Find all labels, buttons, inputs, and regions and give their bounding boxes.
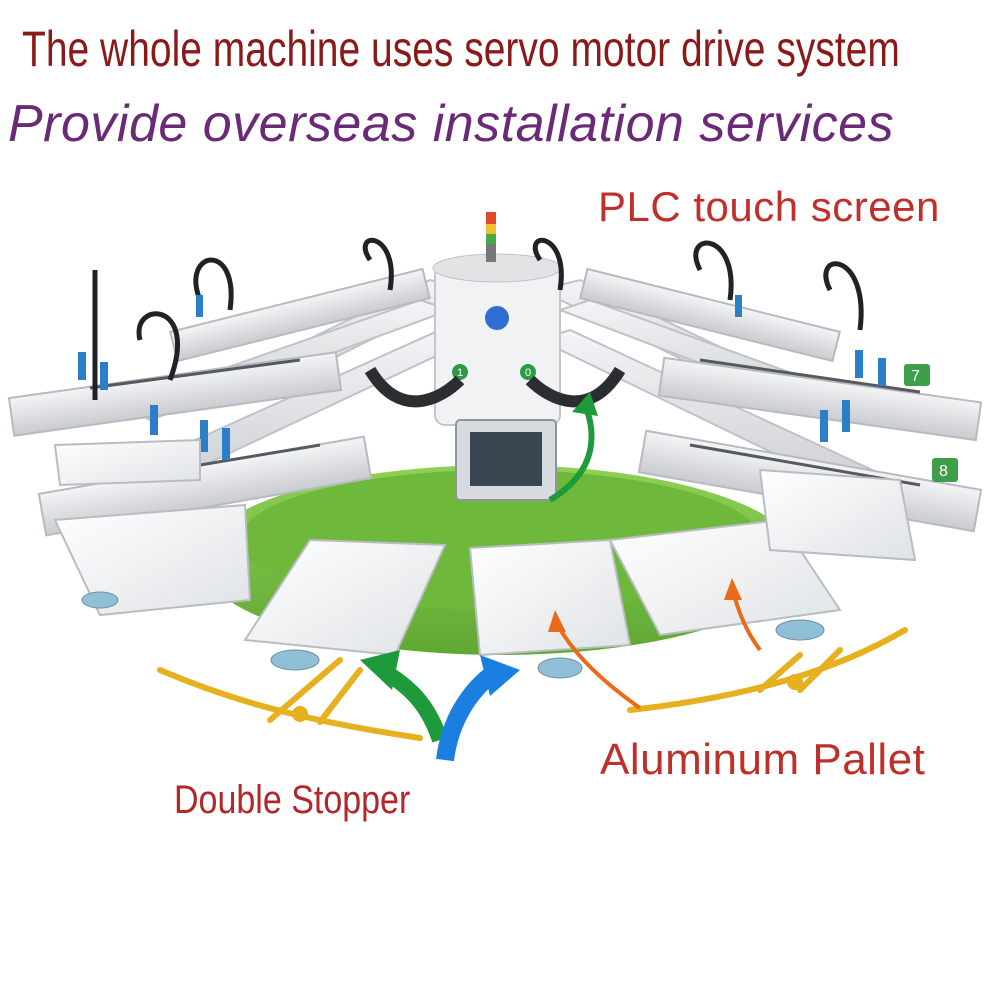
double-stopper-label: Double Stopper	[174, 778, 411, 822]
station-number-0: 0	[525, 367, 531, 379]
subline-caption: Provide overseas installation services	[8, 95, 895, 153]
station-number-1: 1	[457, 367, 463, 379]
aluminum-pallets	[53, 438, 917, 657]
aluminum-pallet-label: Aluminum Pallet	[600, 735, 926, 784]
double-stopper	[157, 627, 908, 741]
plc-touch-screen	[455, 419, 557, 501]
station-number-8: 8	[939, 463, 948, 480]
plc-touch-screen-label: PLC touch screen	[598, 183, 940, 230]
headline-caption: The whole machine uses servo motor drive…	[22, 21, 900, 77]
air-hoses	[92, 237, 864, 408]
station-number-7: 7	[911, 368, 920, 385]
blue-cylinders	[78, 295, 886, 460]
